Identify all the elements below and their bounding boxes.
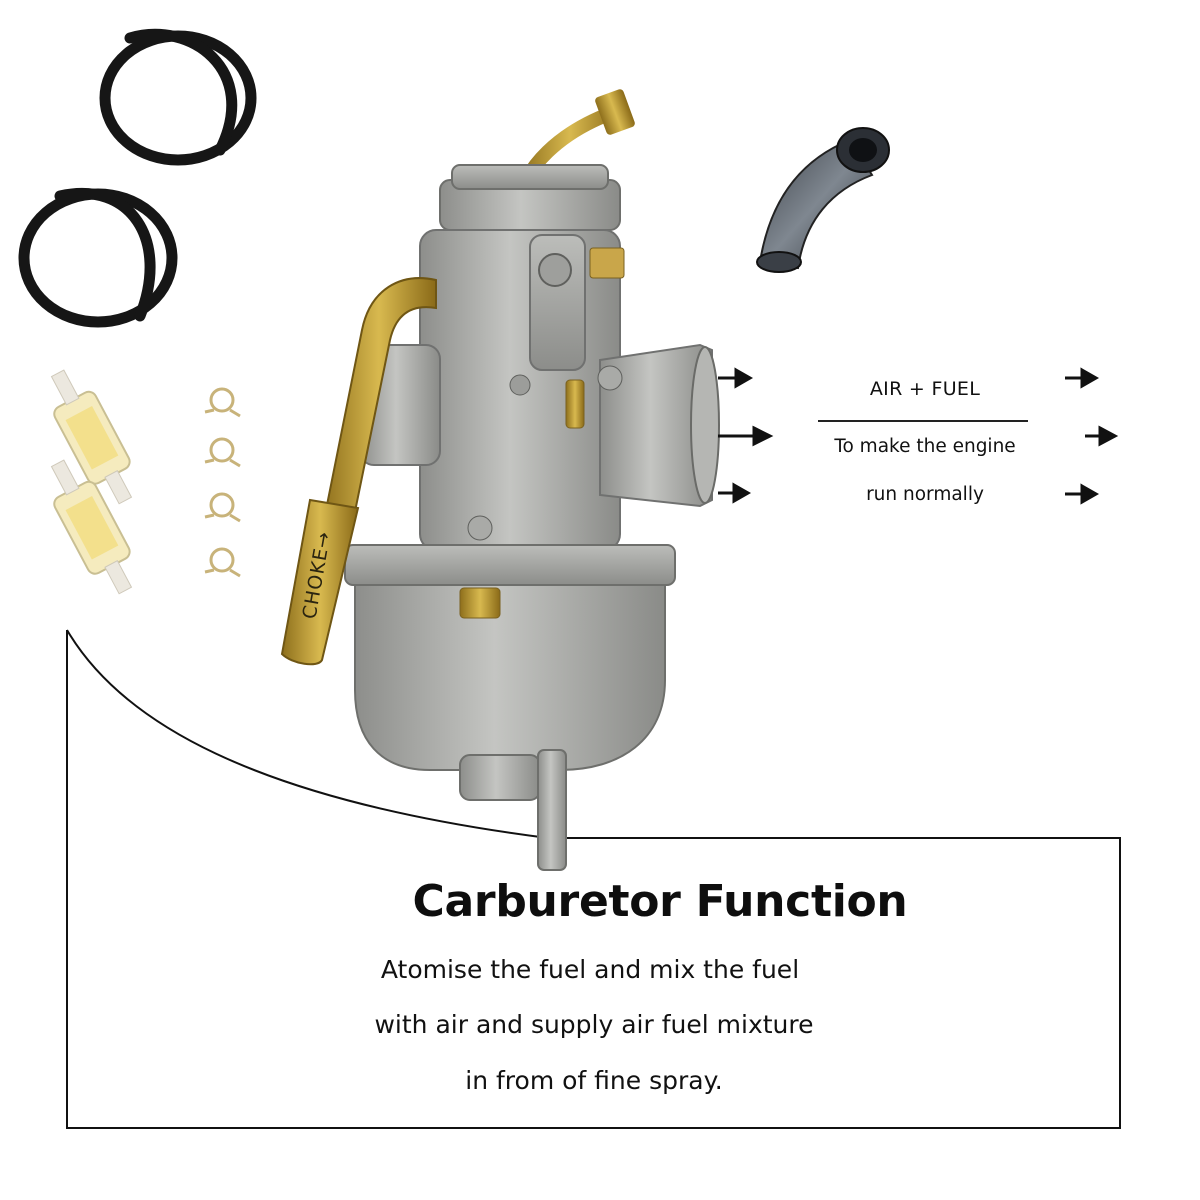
- flow-arrows: [718, 367, 1119, 505]
- arrow-right-icon: [1085, 425, 1119, 447]
- arrow-right-icon: [718, 482, 752, 504]
- fuel-filter-icon: [50, 369, 133, 595]
- function-description-line: Atomise the fuel and mix the fuel: [380, 955, 800, 984]
- fuel-hose-icon: [18, 187, 178, 328]
- arrow-right-icon: [1065, 367, 1100, 389]
- fuel-hose-icon: [99, 28, 257, 166]
- flow-title: AIR + FUEL: [869, 378, 981, 400]
- arrow-right-icon: [718, 425, 774, 447]
- choke-lever-icon: [280, 277, 437, 666]
- flow-caption-line-2: run normally: [866, 484, 984, 505]
- arrow-right-icon: [1065, 483, 1100, 505]
- flow-divider: [818, 420, 1028, 422]
- carburetor-icon: [344, 89, 720, 871]
- function-description-line: in from of fine spray.: [465, 1066, 723, 1095]
- function-box-frame: [66, 629, 1121, 1129]
- arrow-right-icon: [718, 367, 754, 389]
- hose-clip-icon: [204, 387, 241, 578]
- intake-elbow-icon: [756, 127, 890, 273]
- flow-caption-line-1: To make the engine: [834, 436, 1016, 457]
- function-description-line: with air and supply air fuel mixture: [374, 1010, 814, 1039]
- function-title: Carburetor Function: [412, 876, 908, 927]
